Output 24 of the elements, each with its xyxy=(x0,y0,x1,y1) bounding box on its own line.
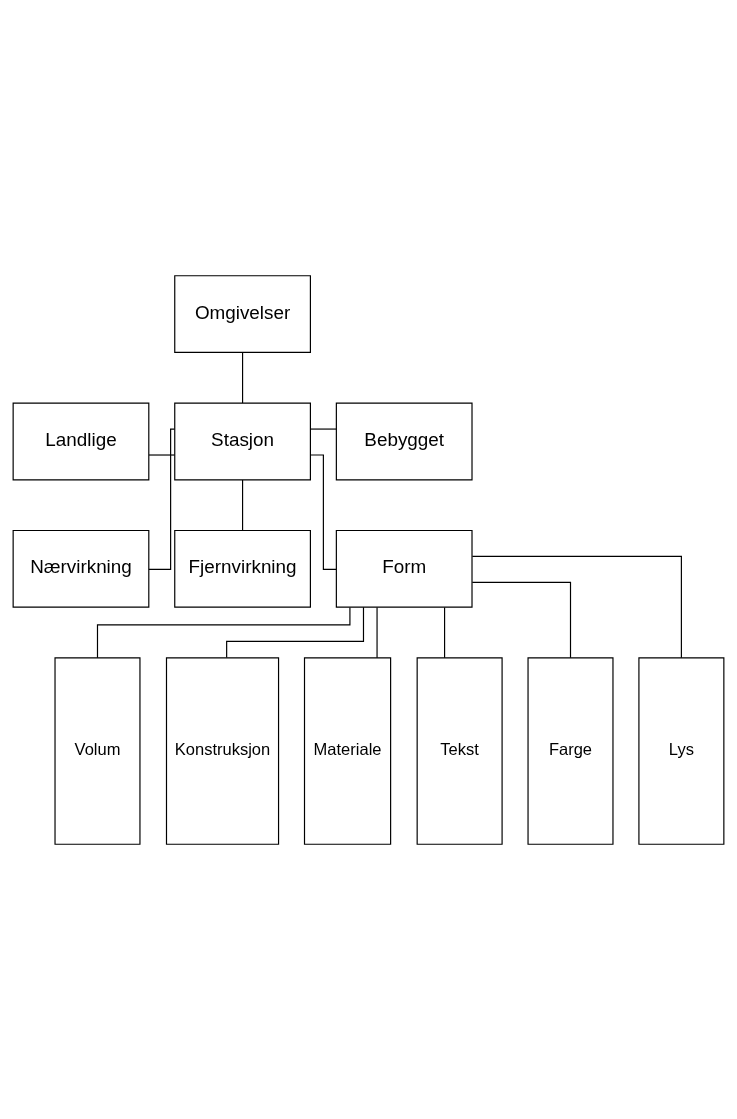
connector xyxy=(242,478,244,531)
connector xyxy=(471,555,682,658)
node-box: Volum xyxy=(54,656,141,845)
node-box: Form xyxy=(335,529,473,608)
node-box: Konstruksjon xyxy=(165,656,280,845)
connector xyxy=(376,606,378,658)
node-box: Landlige xyxy=(12,402,150,480)
connector xyxy=(226,606,365,658)
node-box: Fjernvirkning xyxy=(174,529,311,608)
node-box: Stasjon xyxy=(174,402,311,480)
connector xyxy=(96,606,351,658)
connector xyxy=(310,428,337,430)
node-box: Farge xyxy=(527,656,614,845)
node-box: Lys xyxy=(638,656,725,845)
connector xyxy=(471,581,572,658)
node-box: Materiale xyxy=(303,656,392,845)
connector xyxy=(148,453,176,456)
connector xyxy=(148,428,176,570)
connector xyxy=(444,606,446,658)
node-box: Nærvirkning xyxy=(12,529,150,608)
node-box: Tekst xyxy=(416,656,503,845)
node-box: Omgivelser xyxy=(174,274,311,353)
connector xyxy=(242,351,244,404)
node-box: Bebygget xyxy=(335,402,473,480)
